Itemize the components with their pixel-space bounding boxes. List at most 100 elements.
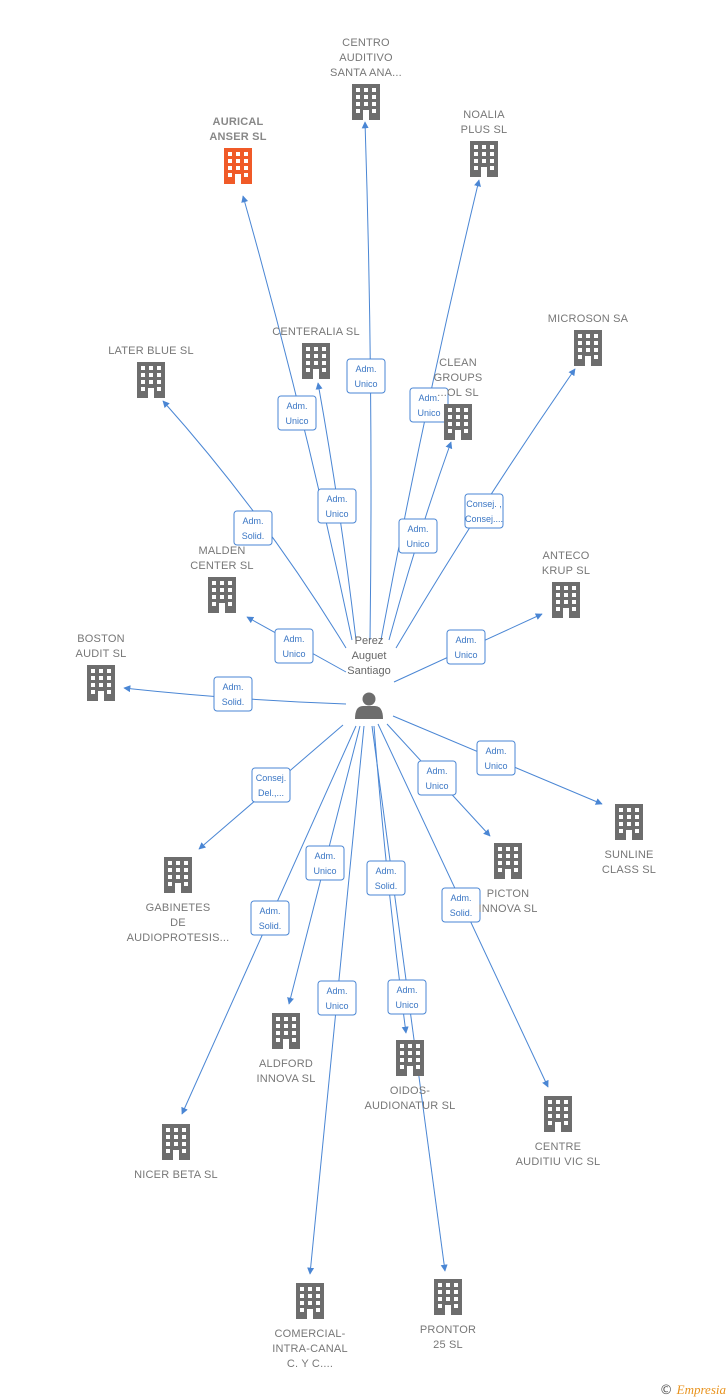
edge-label-box[interactable] — [305, 845, 345, 881]
edge-label-box[interactable] — [213, 676, 253, 712]
building-icon[interactable] — [574, 330, 602, 366]
person-name: Perez — [355, 635, 384, 647]
company-label: CENTER SL — [190, 560, 254, 572]
edge-label-picton-innova[interactable]: Adm.Unico — [417, 760, 457, 796]
edge-label-box[interactable] — [464, 493, 504, 529]
edge-label-centre-auditiu[interactable]: Adm.Solid. — [441, 887, 481, 923]
edge-label-text: Adm. — [326, 494, 347, 504]
company-node-centeralia[interactable]: CENTERALIA SL — [272, 326, 360, 379]
copyright-symbol: © — [659, 1382, 673, 1398]
company-label: CENTERALIA SL — [272, 326, 360, 338]
company-label: C. Y C.... — [287, 1358, 333, 1370]
building-icon[interactable] — [470, 141, 498, 177]
edge-label-text: Solid. — [242, 531, 265, 541]
building-icon[interactable] — [137, 362, 165, 398]
company-label: CLASS SL — [602, 864, 656, 876]
edge-label-box[interactable] — [398, 518, 438, 554]
edge-label-aldford-innova[interactable]: Adm.Unico — [305, 845, 345, 881]
building-icon[interactable] — [302, 343, 330, 379]
edge-label-malden-center[interactable]: Adm.Unico — [274, 628, 314, 664]
building-icon[interactable] — [352, 84, 380, 120]
edge-label-box[interactable] — [346, 358, 386, 394]
building-icon[interactable] — [494, 843, 522, 879]
company-label: AUDIONATUR SL — [364, 1100, 455, 1112]
building-icon[interactable] — [544, 1096, 572, 1132]
edge-label-box[interactable] — [387, 979, 427, 1015]
edge-label-prontor-25[interactable]: Adm.Unico — [387, 979, 427, 1015]
building-icon[interactable] — [396, 1040, 424, 1076]
building-icon[interactable] — [272, 1013, 300, 1049]
edge-label-centeralia[interactable]: Adm.Unico — [317, 488, 357, 524]
footer-brand: © Empresia — [660, 1382, 726, 1398]
building-icon[interactable] — [444, 404, 472, 440]
edge-label-box[interactable] — [251, 767, 291, 803]
person-icon[interactable] — [355, 692, 383, 720]
company-node-nicer-beta[interactable]: NICER BETA SL — [134, 1124, 218, 1181]
building-icon[interactable] — [224, 148, 252, 184]
edge-label-text: Unico — [417, 408, 440, 418]
edge-label-boston-audit[interactable]: Adm.Solid. — [213, 676, 253, 712]
edge-label-text: Adm. — [426, 766, 447, 776]
building-icon[interactable] — [296, 1283, 324, 1319]
company-label: CENTRO — [342, 37, 390, 49]
edge-label-text: Adm. — [418, 393, 439, 403]
edge-label-aurical-anser[interactable]: Adm.Unico — [277, 395, 317, 431]
company-node-gabinetes[interactable]: GABINETESDEAUDIOPROTESIS... — [127, 857, 230, 944]
edge-label-gabinetes[interactable]: Consej.Del.,... — [251, 767, 291, 803]
building-icon[interactable] — [434, 1279, 462, 1315]
building-icon[interactable] — [615, 804, 643, 840]
company-label: PICTON — [487, 888, 530, 900]
edge-label-later-blue[interactable]: Adm.Solid. — [233, 510, 273, 546]
edge-label-nicer-beta[interactable]: Adm.Solid. — [250, 900, 290, 936]
company-label: NICER BETA SL — [134, 1169, 218, 1181]
company-label: COMERCIAL- — [274, 1328, 345, 1340]
edge-label-box[interactable] — [446, 629, 486, 665]
edge-label-anteco-krup[interactable]: Adm.Unico — [446, 629, 486, 665]
edge-label-oidos-audionatur[interactable]: Adm.Solid. — [366, 860, 406, 896]
edge-label-box[interactable] — [250, 900, 290, 936]
edge-label-sunline-class[interactable]: Adm.Unico — [476, 740, 516, 776]
company-node-later-blue[interactable]: LATER BLUE SL — [108, 345, 194, 398]
building-icon[interactable] — [162, 1124, 190, 1160]
company-node-microson[interactable]: MICROSON SA — [548, 313, 629, 366]
edge-label-box[interactable] — [441, 887, 481, 923]
edge-label-clean-groups[interactable]: Adm.Unico — [398, 518, 438, 554]
company-label: GABINETES — [146, 902, 211, 914]
edge-label-text: Unico — [285, 416, 308, 426]
edge-label-box[interactable] — [317, 980, 357, 1016]
building-icon[interactable] — [208, 577, 236, 613]
company-node-oidos-audionatur[interactable]: OIDOS-AUDIONATUR SL — [364, 1040, 455, 1112]
company-label: AUDIT SL — [76, 648, 127, 660]
edge-label-box[interactable] — [277, 395, 317, 431]
edge-label-box[interactable] — [476, 740, 516, 776]
edge-label-text: Consej. — [256, 773, 287, 783]
building-icon[interactable] — [164, 857, 192, 893]
edge-label-box[interactable] — [274, 628, 314, 664]
company-label: DE — [170, 917, 186, 929]
edge-label-box[interactable] — [233, 510, 273, 546]
building-icon[interactable] — [552, 582, 580, 618]
edge-label-box[interactable] — [417, 760, 457, 796]
company-label: 25 SL — [433, 1339, 463, 1351]
building-icon[interactable] — [87, 665, 115, 701]
edge-label-box[interactable] — [317, 488, 357, 524]
edge-label-centro-auditivo[interactable]: Adm.Unico — [346, 358, 386, 394]
edge-label-box[interactable] — [366, 860, 406, 896]
edge-label-comercial-intra[interactable]: Adm.Unico — [317, 980, 357, 1016]
edge-label-microson[interactable]: Consej. ,Consej.... — [464, 493, 504, 529]
company-label: AURICAL — [213, 116, 264, 128]
